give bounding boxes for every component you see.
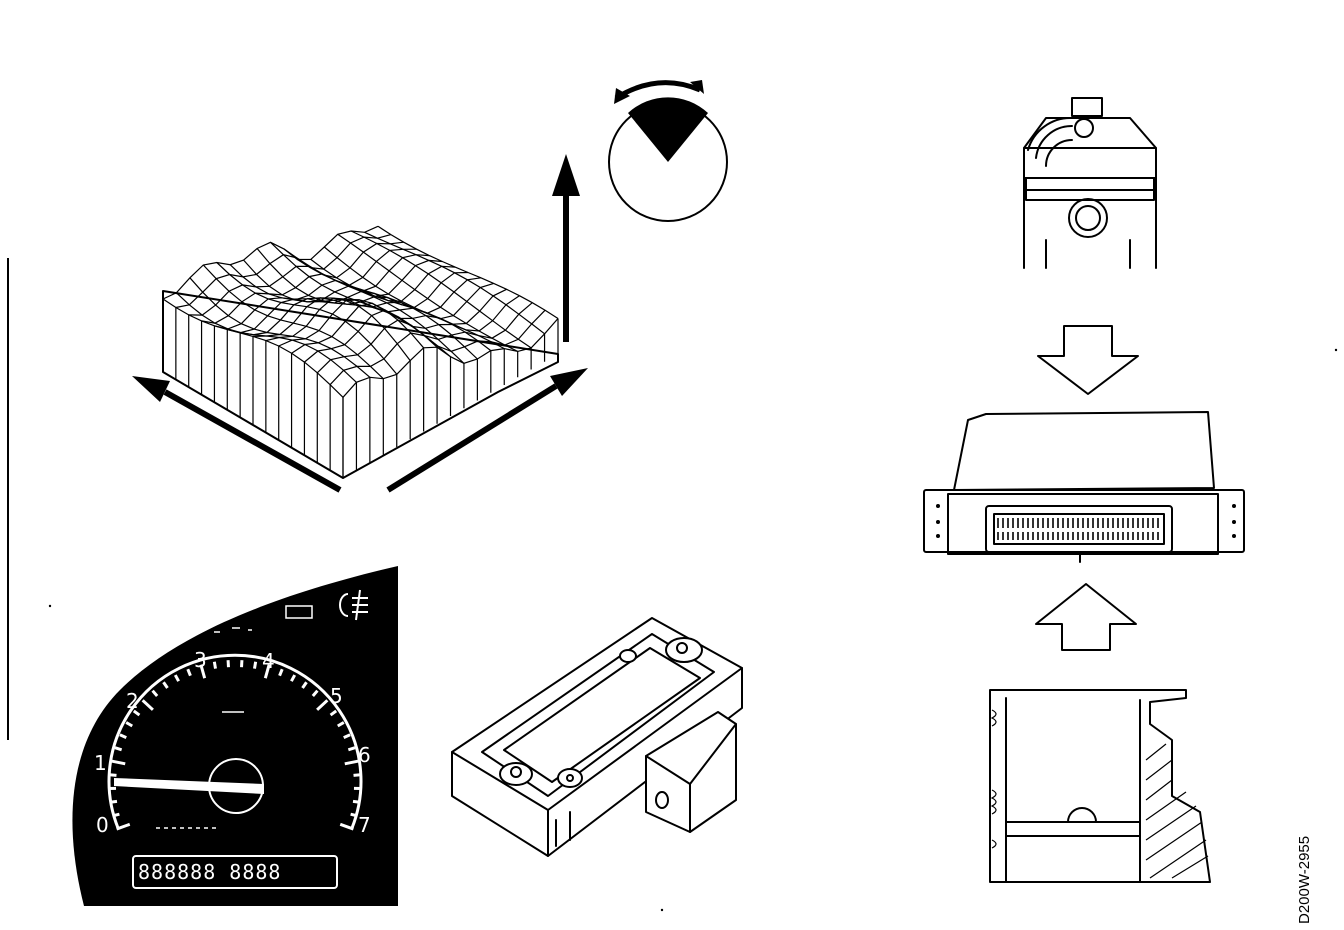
input-arrow-up bbox=[1035, 583, 1137, 651]
control-unit bbox=[923, 411, 1245, 563]
tach-scale-label-1: 1 bbox=[94, 751, 107, 775]
tachometer-cluster: 0 1 2 3 4 5 6 7 888888 8888 bbox=[72, 566, 398, 906]
ignition-module bbox=[451, 617, 743, 857]
tach-scale-label-0: 0 bbox=[96, 813, 109, 837]
piston-knock-sensor bbox=[1023, 97, 1157, 269]
tach-scale-label-3: 3 bbox=[194, 648, 207, 672]
figure-code: D200W-2955 bbox=[1296, 835, 1313, 924]
tach-scale-label-6: 6 bbox=[358, 743, 371, 767]
map-axis-arrow-up bbox=[552, 154, 580, 342]
tach-scale-label-4: 4 bbox=[262, 649, 275, 673]
map-axis-arrow-left bbox=[132, 376, 342, 493]
map-axis-arrow-right bbox=[386, 368, 588, 493]
odometer-display: 888888 8888 bbox=[138, 860, 281, 884]
timing-dial-icon bbox=[608, 80, 728, 222]
indicator-lamp-icon bbox=[285, 605, 313, 619]
tach-scale-label-5: 5 bbox=[330, 684, 343, 708]
tach-scale-label-7: 7 bbox=[358, 813, 371, 837]
ignition-map-surface bbox=[162, 225, 559, 479]
input-arrow-down bbox=[1037, 325, 1139, 395]
flywheel-crankshaft-sensor bbox=[989, 689, 1211, 883]
tach-scale-label-2: 2 bbox=[126, 689, 139, 713]
fog-light-icon bbox=[339, 589, 368, 621]
